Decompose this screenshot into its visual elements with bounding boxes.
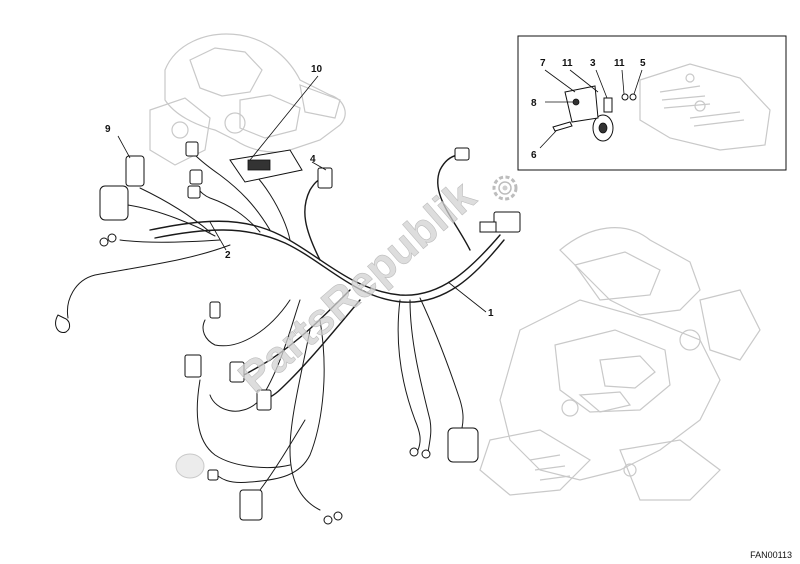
callout-11-right: 11	[614, 58, 625, 69]
gear-icon	[492, 175, 518, 201]
callout-5: 5	[640, 58, 646, 69]
watermark-text: PartsRepublik	[229, 171, 485, 402]
harness-connectors	[55, 141, 521, 525]
callout-6: 6	[531, 150, 537, 161]
callout-3: 3	[590, 58, 596, 69]
ghost-frame-upper	[149, 33, 346, 166]
callout-11-left: 11	[562, 58, 573, 69]
callout-8: 8	[531, 98, 537, 109]
callout-1: 1	[488, 308, 494, 319]
wiring-harness	[66, 154, 505, 511]
inset-horn-assembly	[517, 35, 787, 171]
callout-7: 7	[540, 58, 546, 69]
watermark: PartsRepublik	[229, 171, 485, 403]
callout-9: 9	[105, 124, 111, 135]
callout-4: 4	[310, 154, 316, 165]
drawing-reference: FAN00113	[750, 550, 792, 560]
ghost-engine-lower	[479, 227, 761, 501]
callout-10: 10	[311, 64, 323, 75]
callout-leaders	[117, 75, 487, 313]
callout-2: 2	[225, 250, 231, 261]
